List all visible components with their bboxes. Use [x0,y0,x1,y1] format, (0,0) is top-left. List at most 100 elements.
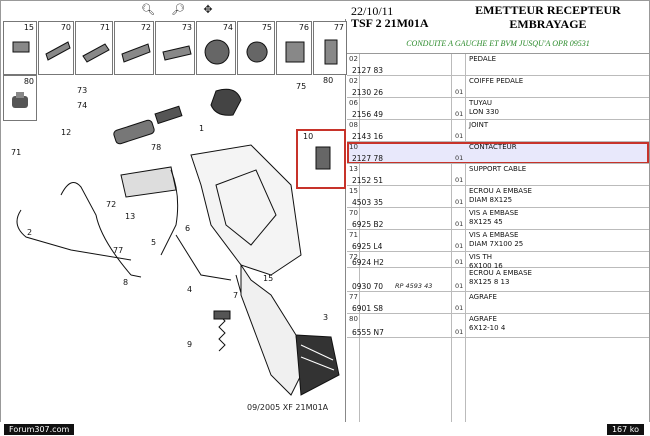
row-qty: 01 [455,132,464,140]
part-icon [45,41,71,61]
header-title: EMETTEUR RECEPTEUR EMBRAYAGE [455,3,641,31]
row-desc-detail: LON 330 [469,108,499,116]
row-desc-detail: DIAM 8X125 [469,196,513,204]
diagram-caption: 09/2005 XF 21M01A [247,403,329,412]
row-desc: JOINT [469,121,489,129]
diagram-callout[interactable]: 6 [185,224,190,233]
part-thumb-80[interactable]: 80 [3,75,37,121]
diagram-callout[interactable]: 10 [303,132,313,141]
part-num: 71 [99,23,110,32]
row-desc-detail: 6X100 16 [469,262,503,270]
diagram-callout[interactable]: 1 [199,124,204,133]
row-qty: 01 [455,110,464,118]
part-thumb[interactable]: 76 [276,21,312,75]
diagram-callout[interactable]: 71 [11,148,21,157]
row-desc: CONTACTEUR [469,143,517,151]
diagram-callout[interactable]: 13 [125,212,135,221]
row-desc-detail: 8X125 45 [469,218,503,226]
row-desc: ECROU A EMBASE [469,187,532,195]
part-num: 70 [60,23,71,32]
row-ref: 70 [349,209,358,217]
row-code: 6925 L4 [352,242,383,251]
diagram-callout[interactable]: 2 [27,228,32,237]
zoom-in-icon[interactable]: 🔍︎ [141,3,155,16]
row-ref: 80 [349,315,358,323]
part-thumb[interactable]: 75 [237,21,275,75]
header-date: 22/10/11 [351,4,394,18]
diagram-callout[interactable]: 9 [187,340,192,349]
row-code: 0930 70 [352,282,384,291]
pan-icon[interactable]: ✥ [203,3,213,16]
row-qty: 01 [455,258,464,266]
diagram-callout[interactable]: 8 [123,278,128,287]
diagram-callout[interactable]: 78 [151,143,161,152]
part-thumb[interactable]: 71 [75,21,113,75]
diagram-callout[interactable]: 75 [296,82,306,91]
diagram-callout[interactable]: 15 [263,274,273,283]
row-code: 6925 B2 [352,220,384,229]
diagram-callout[interactable]: 7 [233,291,238,300]
diagram-callout[interactable]: 4 [187,285,192,294]
part-icon [121,43,151,63]
row-ref: 13 [349,165,358,173]
part-num: 74 [222,23,233,32]
row-desc: COIFFE PEDALE [469,77,524,85]
zoom-toolbar: 🔍︎ 🔎︎ ✥ [1,1,346,19]
exploded-diagram: 80 73 74 75 12 1 78 10 71 72 13 2 77 5 6 7 15 4 9 3 8 [11,76,346,396]
diagram-callout[interactable]: 80 [323,76,333,85]
diagram-callout[interactable]: 74 [77,101,87,110]
row-extra: RP 4593 43 [395,282,433,290]
file-size: 167 ko [606,424,644,435]
diagram-callout[interactable]: 77 [113,246,123,255]
title-line-1: EMETTEUR RECEPTEUR [475,3,621,17]
row-qty: 01 [455,328,464,336]
row-qty: 01 [455,220,464,228]
diagram-callout[interactable]: 72 [106,200,116,209]
header-subtitle: CONDUITE A GAUCHE ET BVM JUSQU'A OPR 095… [406,39,590,48]
diagram-callout[interactable]: 73 [77,86,87,95]
row-code: 2130 26 [352,88,384,97]
part-icon [324,39,338,65]
row-qty: 01 [455,198,464,206]
part-thumb[interactable]: 74 [196,21,236,75]
diagram-callout[interactable]: 3 [323,313,328,322]
part-num: 76 [298,23,309,32]
part-thumb[interactable]: 15 [3,21,37,75]
row-desc-detail: 6X12-10 4 [469,324,506,332]
zoom-out-icon[interactable]: 🔎︎ [171,3,185,16]
title-line-2: EMBRAYAGE [509,17,587,31]
status-bar: Forum307.com 167 ko [0,422,650,436]
part-icon [12,41,30,53]
part-icon [246,41,268,63]
part-icon [204,39,230,65]
row-ref: 71 [349,231,358,239]
part-thumb[interactable]: 73 [155,21,195,75]
part-icon [82,43,110,63]
row-desc: PEDALE [469,55,497,63]
row-code: 6555 N7 [352,328,384,337]
row-code: 2156 49 [352,110,384,119]
part-thumb[interactable]: 70 [38,21,74,75]
row-desc: TUYAU [469,99,493,107]
part-thumb[interactable]: 72 [114,21,154,75]
diagram-callout[interactable]: 5 [151,238,156,247]
row-desc-detail: DIAM 7X100 25 [469,240,524,248]
row-code: 2152 51 [352,176,384,185]
diagram-callout[interactable]: 12 [61,128,71,137]
part-thumb[interactable]: 77 [313,21,347,75]
row-desc: ECROU A EMBASE [469,269,532,277]
